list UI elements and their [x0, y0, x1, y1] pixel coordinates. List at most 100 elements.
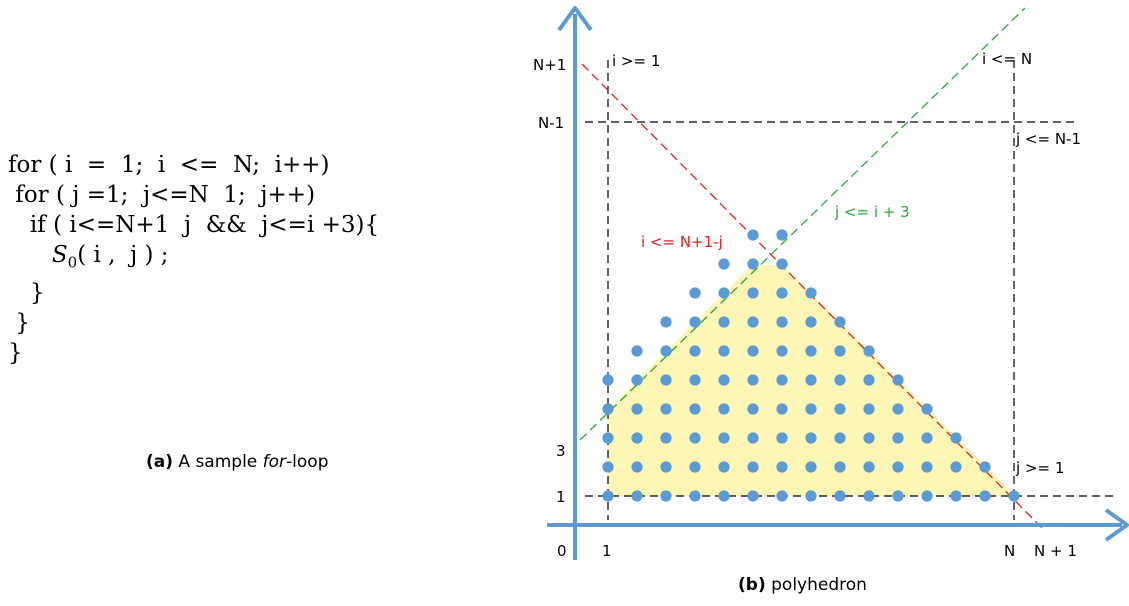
- lattice-point: [631, 374, 643, 386]
- lattice-point: [805, 345, 817, 357]
- lattice-point: [834, 461, 846, 473]
- lattice-point: [805, 432, 817, 444]
- lattice-point: [776, 258, 788, 270]
- lattice-point: [689, 403, 701, 415]
- lattice-point: [950, 461, 962, 473]
- lattice-point: [834, 403, 846, 415]
- lattice-point: [660, 490, 672, 502]
- lattice-point: [747, 461, 759, 473]
- lattice-point: [776, 229, 788, 241]
- label-i-le-N: i <= N: [982, 50, 1032, 68]
- code-line-2: for ( j =1; j<=N 1; j++): [8, 182, 316, 208]
- label-j-le-N-minus-1: j <= N-1: [1015, 130, 1081, 148]
- axis-label-origin: 0: [557, 542, 567, 560]
- lattice-point: [747, 229, 759, 241]
- lattice-point: [863, 403, 875, 415]
- code-line-7: }: [8, 339, 23, 366]
- lattice-point: [776, 287, 788, 299]
- lattice-point: [747, 287, 759, 299]
- lattice-point: [631, 461, 643, 473]
- lattice-point: [950, 490, 962, 502]
- lattice-point: [776, 374, 788, 386]
- lattice-point: [718, 403, 730, 415]
- lattice-point: [747, 374, 759, 386]
- lattice-point: [689, 345, 701, 357]
- lattice-point: [747, 490, 759, 502]
- lattice-point: [747, 316, 759, 328]
- axis-label-y-N-plus-1: N+1: [533, 56, 566, 74]
- lattice-point: [660, 461, 672, 473]
- lattice-point: [718, 490, 730, 502]
- caption-a-text-post: -loop: [286, 452, 329, 472]
- lattice-point: [805, 461, 817, 473]
- lattice-point: [863, 461, 875, 473]
- lattice-point: [863, 345, 875, 357]
- lattice-point: [979, 461, 991, 473]
- lattice-point: [805, 287, 817, 299]
- lattice-point: [602, 432, 614, 444]
- caption-b-label: (b): [738, 575, 766, 595]
- lattice-point: [631, 403, 643, 415]
- lattice-point: [834, 345, 846, 357]
- label-j-ge-1: j >= 1: [1015, 459, 1064, 477]
- lattice-point: [950, 432, 962, 444]
- axis-label-x-1: 1: [602, 542, 612, 560]
- code-line-6: }: [8, 309, 30, 336]
- caption-a: (a) A sample for-loop: [146, 452, 329, 472]
- lattice-point: [660, 432, 672, 444]
- axis-label-y-N-minus-1: N-1: [538, 114, 564, 132]
- lattice-point: [631, 345, 643, 357]
- caption-a-text-em: for: [262, 452, 287, 472]
- lattice-point: [747, 432, 759, 444]
- lattice-point: [776, 490, 788, 502]
- lattice-point: [776, 432, 788, 444]
- lattice-point: [863, 490, 875, 502]
- lattice-point: [805, 374, 817, 386]
- caption-b: (b) polyhedron: [738, 575, 867, 595]
- lattice-point: [834, 374, 846, 386]
- lattice-point: [892, 461, 904, 473]
- lattice-point: [921, 403, 933, 415]
- lattice-point: [921, 432, 933, 444]
- label-j-le-i-plus-3: j <= i + 3: [834, 203, 910, 221]
- code-line-3: if ( i<=N+1 j && j<=i +3){: [8, 212, 380, 238]
- line-j-le-i-plus-3: [579, 7, 1026, 441]
- lattice-point: [747, 345, 759, 357]
- y-axis-arrowhead: [557, 6, 593, 32]
- lattice-point: [631, 490, 643, 502]
- x-axis-arrowhead: [1104, 508, 1129, 542]
- lattice-point: [921, 461, 933, 473]
- for-loop-code: for ( i = 1; i <= N; i++) for ( j =1; j<…: [8, 150, 379, 368]
- lattice-point: [834, 490, 846, 502]
- lattice-point: [776, 316, 788, 328]
- lattice-point: [689, 287, 701, 299]
- lattice-point: [892, 432, 904, 444]
- lattice-point: [747, 403, 759, 415]
- lattice-point: [718, 374, 730, 386]
- lattice-point: [718, 461, 730, 473]
- lattice-point: [805, 403, 817, 415]
- lattice-point: [660, 316, 672, 328]
- lattice-point: [718, 432, 730, 444]
- lattice-point: [689, 490, 701, 502]
- lattice-point: [602, 403, 614, 415]
- lattice-point: [892, 403, 904, 415]
- stmt-subscript: 0: [67, 253, 78, 272]
- lattice-point: [776, 345, 788, 357]
- lattice-point: [602, 374, 614, 386]
- lattice-point: [1008, 490, 1020, 502]
- lattice-point: [602, 490, 614, 502]
- lattice-point: [892, 490, 904, 502]
- lattice-point: [979, 490, 991, 502]
- caption-b-text: polyhedron: [771, 575, 867, 595]
- code-line-5: }: [8, 279, 45, 306]
- lattice-point: [747, 258, 759, 270]
- code-line-1: for ( i = 1; i <= N; i++): [8, 152, 330, 178]
- axis-label-x-N-plus-1: N + 1: [1034, 542, 1077, 560]
- lattice-point: [805, 316, 817, 328]
- lattice-point: [602, 461, 614, 473]
- lattice-point: [689, 461, 701, 473]
- lattice-point: [892, 374, 904, 386]
- lattice-point: [834, 432, 846, 444]
